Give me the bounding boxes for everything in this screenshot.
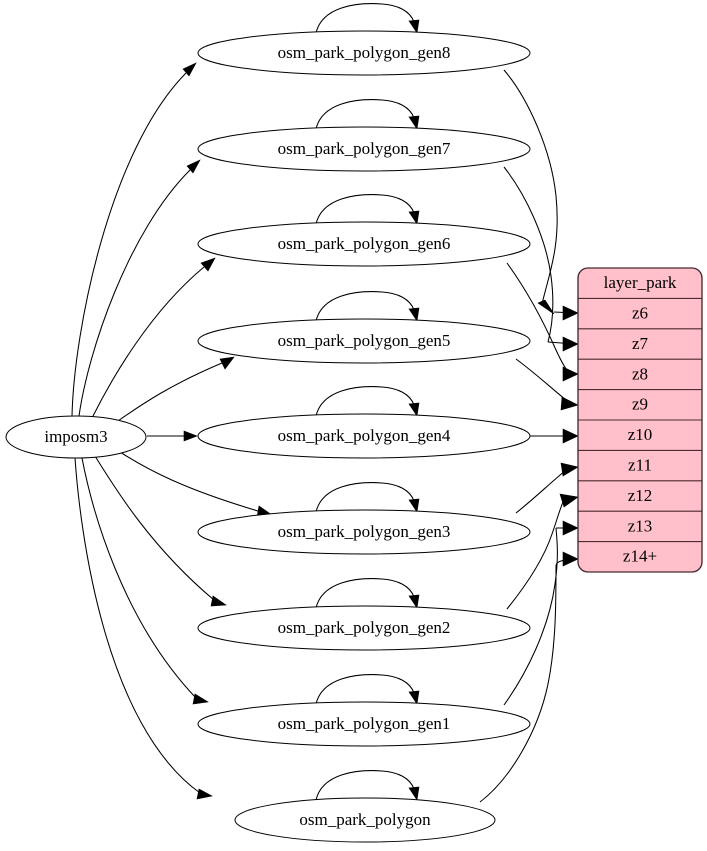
edge-self-loop-gen5 [315,291,415,322]
gen2-ellipse[interactable] [197,605,531,651]
layer-park-row-z14+[interactable]: z14+ [623,547,657,566]
node-gen4[interactable]: osm_park_polygon_gen4 [197,413,531,459]
layer-park-row-z10[interactable]: z10 [628,425,653,444]
arrowhead-gen6-z8-final [562,366,579,382]
gen1-label: osm_park_polygon_gen1 [278,714,451,733]
imposm3-label: imposm3 [44,427,107,446]
arrowhead-self-loop-gen1 [408,690,420,705]
node-gen5[interactable]: osm_park_polygon_gen5 [197,318,531,364]
edge-group-source-to-nodes [71,62,273,800]
edge-imposm3-to-base [74,457,201,794]
node-group-polygons: osm_park_polygon_gen8 osm_park_polygon_ge… [197,30,531,843]
gen5-ellipse[interactable] [197,318,531,364]
edge-self-loop-gen4 [315,386,415,417]
edge-base-to-z14-tail [555,558,576,566]
gen4-label: osm_park_polygon_gen4 [278,426,451,445]
layer-park-row-z11[interactable]: z11 [628,456,652,475]
arrowhead-imposm3-to-gen5 [219,356,235,370]
edge-gen8-to-z6 [503,69,558,305]
layer-park-row-z12[interactable]: z12 [628,486,653,505]
node-gen3[interactable]: osm_park_polygon_gen3 [197,509,531,555]
gen6-label: osm_park_polygon_gen6 [278,234,451,253]
layer-park-header-label: layer_park [604,273,677,292]
gen2-label: osm_park_polygon_gen2 [278,618,451,637]
arrowhead-imposm3-to-gen4 [183,430,198,442]
edge-gen2-to-z12 [506,499,565,610]
node-gen8[interactable]: osm_park_polygon_gen8 [197,30,531,76]
arrowhead-self-loop-gen6 [408,210,420,225]
edge-imposm3-to-gen6 [91,266,205,419]
arrowhead-self-loop-gen3 [408,498,420,513]
edge-self-loop-gen6 [315,194,415,225]
edge-self-loop-gen3 [315,482,415,513]
arrowhead-gen8-z6-final [562,305,579,321]
arrowhead-self-loop-gen8 [408,19,420,34]
edge-group-self-loops [315,3,420,801]
arrowhead-imposm3-to-gen1 [192,693,209,705]
layer-park-row-z6[interactable]: z6 [632,304,648,323]
node-layer-park-table[interactable]: layer_park z6 z7 z8 z9 z10 z11 z12 z13 z14+ [577,267,703,573]
arrowhead-gen4-z10-final [562,428,579,444]
gen7-label: osm_park_polygon_gen7 [278,139,451,158]
edge-base-to-z14 [479,564,557,803]
node-gen6[interactable]: osm_park_polygon_gen6 [197,221,531,267]
arrowhead-gen5-z9-final [560,396,579,411]
gen4-ellipse[interactable] [197,413,531,459]
arrowhead-self-loop-gen7 [408,115,420,130]
edge-self-loop-base [315,770,415,801]
arrowhead-self-loop-base [408,786,420,801]
edge-self-loop-gen7 [315,99,415,130]
gen3-label: osm_park_polygon_gen3 [278,522,451,541]
edge-self-loop-gen8 [315,3,415,34]
arrowhead-self-loop-gen5 [408,307,420,322]
edge-imposm3-to-gen2 [94,455,215,601]
node-base[interactable]: osm_park_polygon [234,797,496,843]
node-imposm3[interactable]: imposm3 [5,415,147,459]
edge-gen7-to-z7 [503,166,554,343]
imposm3-ellipse[interactable] [5,415,147,459]
arrowhead-gen2-z12-final [559,493,579,508]
gen1-ellipse[interactable] [197,701,531,747]
layer-park-row-z8[interactable]: z8 [632,364,648,383]
arrowhead-gen3-z11-final [560,462,579,477]
arrowhead-imposm3-to-base [196,788,213,800]
edge-imposm3-to-gen7 [78,169,191,417]
node-gen1[interactable]: osm_park_polygon_gen1 [197,701,531,747]
arrowhead-self-loop-gen2 [408,594,420,609]
arrowhead-imposm3-to-gen2 [210,595,227,607]
layer-park-row-z13[interactable]: z13 [628,516,653,535]
gen8-ellipse[interactable] [197,30,531,76]
layer-park-row-z9[interactable]: z9 [632,395,648,414]
edge-gen5-to-z9 [515,358,567,401]
gen3-ellipse[interactable] [197,509,531,555]
edge-imposm3-to-gen5 [117,362,223,422]
node-gen2[interactable]: osm_park_polygon_gen2 [197,605,531,651]
base-label: osm_park_polygon [299,810,431,829]
base-ellipse[interactable] [234,797,496,843]
edge-imposm3-to-gen8 [71,72,187,417]
arrowhead-gen8-to-z6 [537,299,555,315]
edge-group-nodes-to-table [479,69,579,803]
edge-gen3-to-z11 [515,469,567,514]
edge-self-loop-gen2 [315,578,415,609]
gen7-ellipse[interactable] [197,126,531,172]
gen6-ellipse[interactable] [197,221,531,267]
gen5-label: osm_park_polygon_gen5 [278,331,451,350]
arrowhead-self-loop-gen4 [408,402,420,417]
edge-imposm3-to-gen1 [81,457,197,699]
node-gen7[interactable]: osm_park_polygon_gen7 [197,126,531,172]
edge-imposm3-to-gen3 [119,451,259,512]
edge-self-loop-gen1 [315,674,415,705]
edge-gen1-to-z13 [503,527,558,706]
layer-park-outline [577,267,703,573]
arrowhead-imposm3-to-gen6 [200,257,216,272]
arrowhead-imposm3-to-gen8 [182,62,197,77]
layer-park-row-z7[interactable]: z7 [632,334,649,353]
arrowhead-imposm3-to-gen7 [186,159,201,174]
edge-gen6-to-z8 [506,262,571,375]
gen8-label: osm_park_polygon_gen8 [278,43,451,62]
